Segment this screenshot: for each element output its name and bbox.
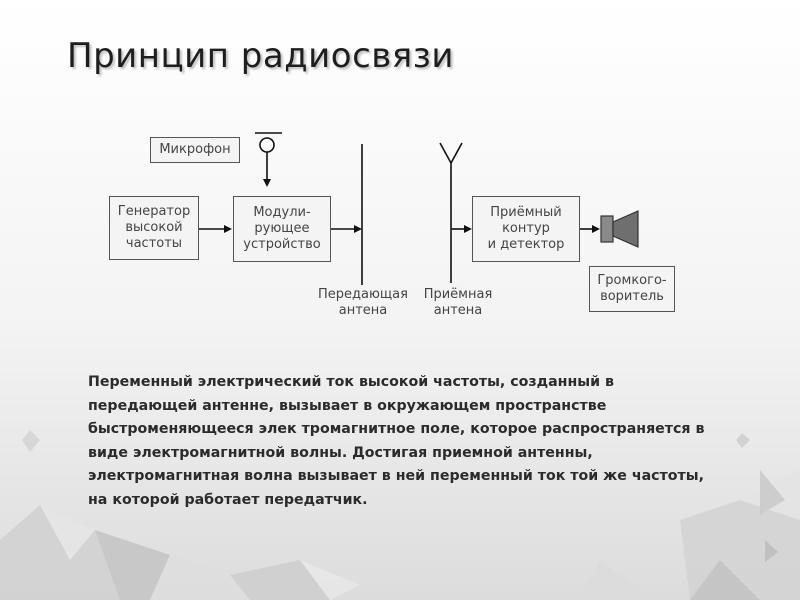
paragraph-line: передающей антенне, вызывает в окружающе… — [88, 397, 607, 414]
paragraph-line: электромагнитная волна вызывает в ней пе… — [88, 468, 704, 484]
page-title: Принцип радиосвязи — [67, 36, 454, 76]
speaker-icon — [600, 210, 639, 248]
microphone-box: Микрофон — [150, 137, 240, 163]
generator-box: Генератор высокой частоты — [109, 196, 199, 260]
antenna-icon — [439, 142, 463, 283]
transmit-antenna-label: Передающая антена — [318, 287, 408, 318]
paragraph-line: виде электромагнитной волны. Достигая пр… — [88, 444, 593, 461]
receive-antenna-label: Приёмная антена — [423, 287, 493, 318]
paragraph-line: на которой работает передатчик. — [88, 491, 368, 508]
paragraph-line: быстроменяющееся элек тромагнитное поле,… — [88, 421, 705, 437]
description-paragraph: Переменный электрический ток высокой час… — [88, 371, 728, 512]
decorative-crystals — [0, 430, 800, 600]
receiver-box: Приёмный контур и детектор — [472, 196, 580, 262]
modulator-box: Модули- рующее устройство — [233, 196, 331, 262]
loudspeaker-box: Громкого- воритель — [589, 266, 675, 312]
microphone-icon — [255, 132, 282, 187]
paragraph-line: Переменный электрический ток высокой час… — [88, 374, 614, 390]
